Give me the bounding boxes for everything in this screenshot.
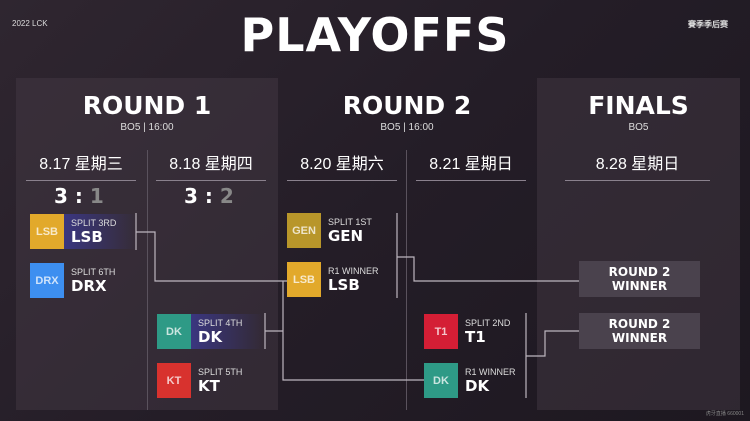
team-seed: R1 WINNER — [328, 265, 379, 276]
team-name: DRX — [71, 276, 107, 295]
match-score: 3 : 2 — [184, 184, 234, 208]
team-seed: SPLIT 5TH — [198, 366, 243, 377]
watermark: 虎牙直播 660001 — [705, 411, 744, 417]
date-label: 8.17 星期三 — [26, 150, 136, 181]
team-logo-icon: KT — [157, 363, 191, 398]
team-seed: SPLIT 1ST — [328, 216, 372, 227]
date-label: 8.28 星期日 — [565, 150, 710, 181]
team-name: DK — [465, 376, 490, 395]
team-name: GEN — [328, 226, 364, 245]
team-logo-icon: DRX — [30, 263, 64, 298]
date-label: 8.21 星期日 — [416, 150, 526, 181]
team-logo-icon: DK — [424, 363, 458, 398]
match-score: 3 : 1 — [54, 184, 104, 208]
brand-label: 2022 LCK — [12, 19, 48, 28]
finals-format: BO5 — [628, 122, 649, 133]
team-name: LSB — [328, 275, 360, 294]
round2-format: BO5 | 16:00 — [380, 122, 434, 133]
team-name: LSB — [71, 227, 103, 246]
date-label: 8.18 星期四 — [156, 150, 266, 181]
round1-format: BO5 | 16:00 — [120, 122, 174, 133]
team-seed: SPLIT 3RD — [71, 217, 117, 228]
team-logo-icon: LSB — [287, 262, 321, 297]
date-label: 8.20 星期六 — [287, 150, 397, 181]
team-name: KT — [198, 376, 220, 395]
team-seed: R1 WINNER — [465, 366, 516, 377]
round1-title: ROUND 1 — [82, 91, 212, 120]
page-title: PLAYOFFS — [240, 8, 510, 62]
finals-panel — [537, 78, 740, 410]
round2-title: ROUND 2 — [342, 91, 472, 120]
team-logo-icon: T1 — [424, 314, 458, 349]
team-name: T1 — [465, 327, 486, 346]
divider — [147, 150, 148, 410]
team-seed: SPLIT 2ND — [465, 317, 511, 328]
team-logo-icon: LSB — [30, 214, 64, 249]
divider — [406, 150, 407, 410]
team-logo-icon: GEN — [287, 213, 321, 248]
team-seed: SPLIT 6TH — [71, 266, 116, 277]
team-name: DK — [198, 327, 223, 346]
tag-label: 賽季季后赛 — [688, 20, 728, 29]
team-logo-icon: DK — [157, 314, 191, 349]
finals-title: FINALS — [588, 91, 689, 120]
team-seed: SPLIT 4TH — [198, 317, 243, 328]
